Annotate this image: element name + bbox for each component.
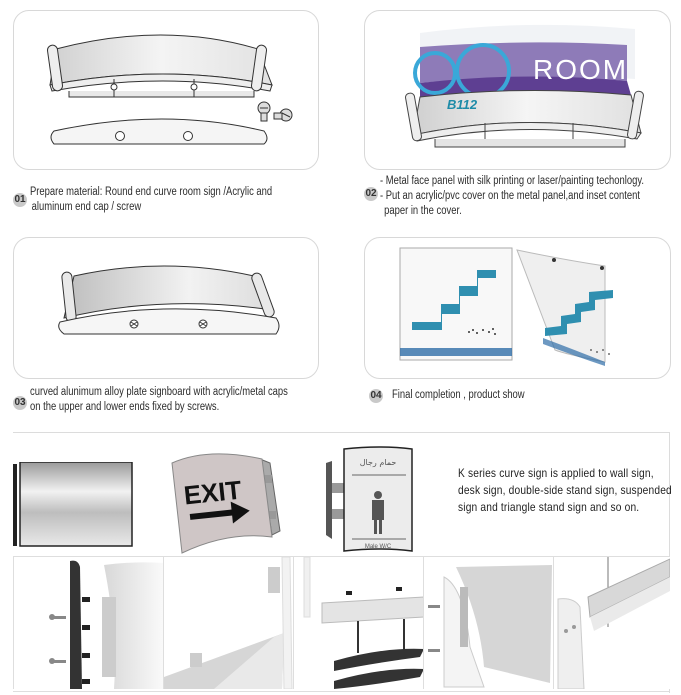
screw-icon — [428, 605, 440, 608]
step-2-line-3: paper in the cover. — [384, 205, 462, 217]
step-4-panel — [364, 237, 671, 379]
screw-icon — [49, 614, 66, 620]
step-number-badge: 04 — [369, 389, 383, 403]
step-2-line-1: - Metal face panel with silk printing or… — [380, 175, 645, 187]
assembled-curve-sign-illustration — [58, 265, 280, 335]
assembly-photo-triangle-stand — [423, 557, 554, 689]
screw-icon — [129, 319, 139, 329]
arrow-right-icon — [189, 501, 250, 524]
step-number-badge: 01 — [13, 193, 27, 207]
step-2-panel: ROOM B112 — [364, 10, 671, 170]
stairs-sign-product-photo — [399, 247, 613, 366]
screw-icon — [49, 658, 66, 664]
room-code-text: B112 — [447, 97, 478, 112]
printed-panel-with-cover-illustration: ROOM B112 — [405, 24, 644, 148]
assembly-photo-suspended-sign — [553, 557, 670, 689]
male-wc-label: Male W/C — [365, 544, 392, 550]
description-line-1: K series curve sign is applied to wall s… — [458, 466, 654, 480]
assembly-photo-profile-section — [163, 557, 294, 689]
description-line-3: sign and triangle stand sign and so on. — [458, 500, 640, 514]
step-4-line-1: Final completion , product show — [392, 389, 525, 401]
screw-icon — [428, 649, 440, 652]
screw-icon — [257, 101, 293, 122]
room-text: ROOM — [533, 54, 628, 85]
step-3-caption: curved alunimum alloy plate signboard wi… — [30, 385, 288, 415]
step-1-line-1: Prepare material: Round end curve room s… — [30, 186, 273, 198]
step-number-badge: 02 — [364, 187, 378, 201]
step-4-caption: Final completion , product show — [392, 388, 525, 403]
exit-sign-photo: EXIT — [168, 445, 296, 557]
assembly-photo-desk-stand — [293, 557, 424, 689]
step-3-line-1: curved alunimum alloy plate signboard wi… — [30, 386, 288, 398]
step-2-caption: - Metal face panel with silk printing or… — [380, 174, 644, 219]
step-number-badge: 03 — [13, 396, 27, 410]
wall-sign-photo — [13, 462, 135, 548]
male-wc-sign-photo: حمام رجال Male W/C — [320, 443, 418, 555]
step-1-panel — [13, 10, 319, 170]
product-description: K series curve sign is applied to wall s… — [458, 465, 672, 516]
assembly-photo-end-cap-screws — [13, 557, 164, 689]
step-1-caption: Prepare material: Round end curve room s… — [30, 185, 272, 215]
step-3-panel — [13, 237, 319, 379]
description-line-2: desk sign, double-side stand sign, suspe… — [458, 483, 672, 497]
arabic-label: حمام رجال — [360, 458, 397, 467]
assembly-photo-strip — [13, 556, 669, 692]
step-1-line-2: aluminum end cap / screw — [31, 201, 142, 213]
curve-sign-profile-exploded-illustration — [46, 34, 293, 145]
male-figure-icon — [372, 491, 384, 534]
step-2-line-2: - Put an acrylic/pvc cover on the metal … — [380, 190, 641, 202]
screw-icon — [198, 319, 208, 329]
step-3-line-2: on the upper and lower ends fixed by scr… — [30, 401, 220, 413]
